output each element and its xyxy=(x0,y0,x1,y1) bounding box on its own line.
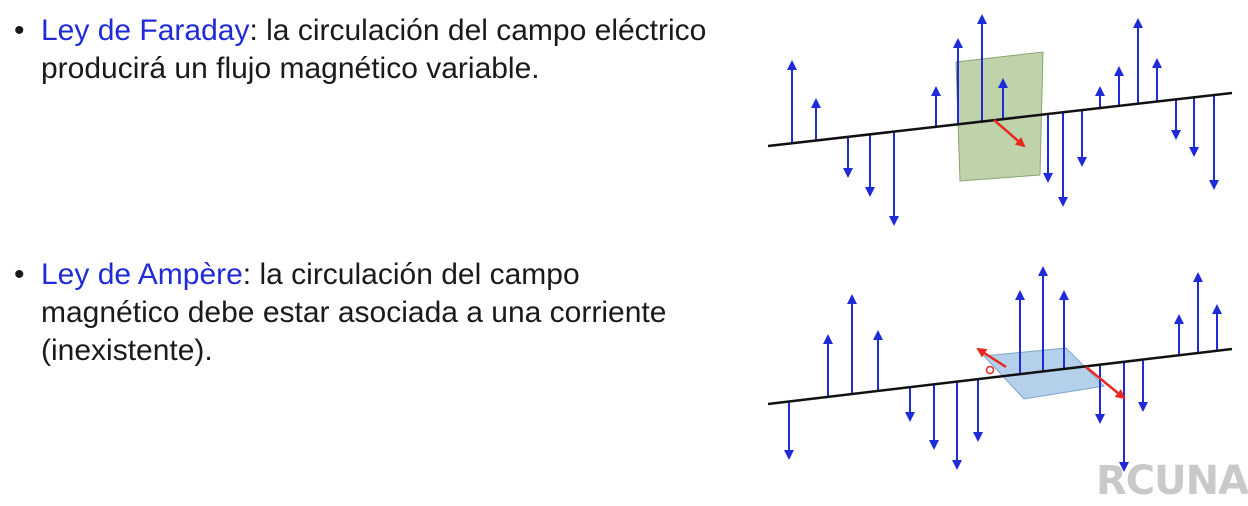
ampere-line-2: magnético debe estar asociada a una corr… xyxy=(41,296,667,329)
faraday-line-2: producirá un flujo magnético variable. xyxy=(41,52,540,85)
red-corner-marker xyxy=(985,365,995,375)
axis-line xyxy=(767,347,1233,406)
green-loop-surface xyxy=(955,51,1044,182)
red-normal-arrow xyxy=(993,119,1026,148)
ampere-diagram xyxy=(767,266,1233,472)
faraday-diagram xyxy=(767,14,1233,226)
ampere-term: Ley de Ampère xyxy=(41,258,243,291)
ampere-line-1: Ley de Ampère: la circulación del campo xyxy=(41,256,580,294)
axis-line xyxy=(767,91,1233,148)
faraday-term: Ley de Faraday xyxy=(41,14,250,47)
faraday-bullet: • Ley de Faraday: la circulación del cam… xyxy=(14,12,706,88)
ampere-bullet: • Ley de Ampère: la circulación del camp… xyxy=(14,256,666,370)
ampere-line-3: (inexistente). xyxy=(41,334,213,367)
faraday-line-1: Ley de Faraday: la circulación del campo… xyxy=(41,12,706,50)
blue-loop-surface xyxy=(982,347,1106,400)
red-arrow-left xyxy=(976,347,1007,369)
faraday-text-1: : la circulación del campo eléctrico xyxy=(249,14,707,47)
rcuna-logo: RCUNA xyxy=(1096,458,1248,504)
red-arrow-right xyxy=(1085,366,1126,400)
ampere-text-1: : la circulación del campo xyxy=(242,258,580,291)
bullet-dot: • xyxy=(14,14,25,47)
bullet-dot: • xyxy=(14,258,25,291)
